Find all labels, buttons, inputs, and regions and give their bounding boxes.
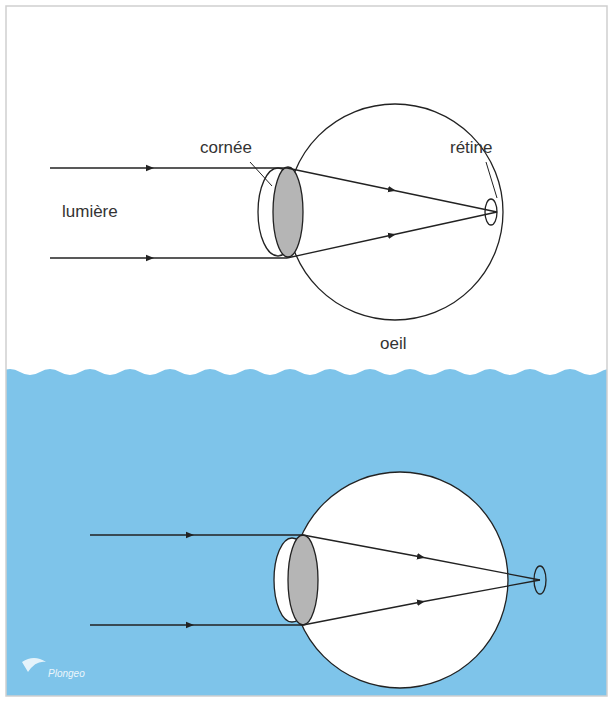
- part-label: lumière: [62, 202, 118, 222]
- watermark-logo: [22, 658, 46, 672]
- watermark: Plongeo: [48, 668, 85, 679]
- water: [6, 369, 607, 696]
- frame: [6, 6, 607, 696]
- part-label: rétine: [450, 138, 493, 158]
- part-label: oeil: [380, 334, 406, 354]
- part-label: cornée: [200, 138, 252, 158]
- eye-in-air: [50, 104, 503, 320]
- eye-in-water: [90, 472, 546, 688]
